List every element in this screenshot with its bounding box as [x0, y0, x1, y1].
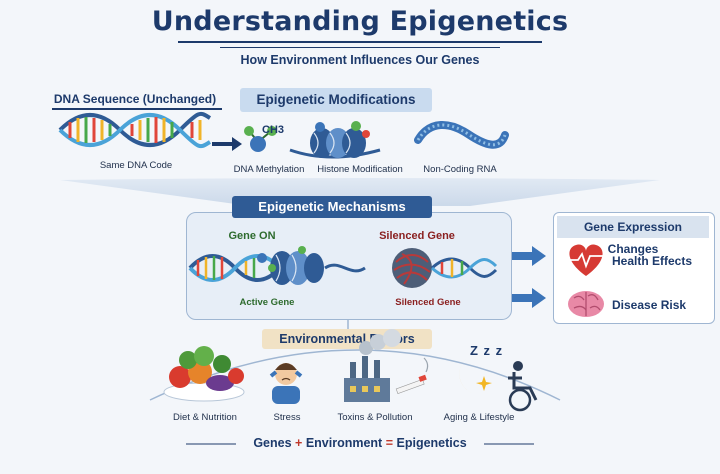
eq-environment: Environment [305, 436, 383, 450]
eq-equals: = [385, 436, 394, 450]
arrow-to-health-icon [512, 246, 546, 266]
vegetables-icon [163, 346, 245, 402]
active-gene-caption: Active Gene [239, 297, 295, 308]
brain-icon [568, 291, 604, 317]
silenced-gene-caption: Silenced Gene [395, 297, 461, 308]
silenced-dna-icon [430, 257, 498, 279]
moon-icon [459, 356, 492, 395]
silenced-gene-label: Silenced Gene [379, 230, 455, 242]
stress-caption: Stress [273, 412, 301, 423]
histone-icon [289, 121, 381, 159]
funnel-shape [60, 178, 660, 206]
page-title: Understanding Epigenetics [151, 6, 569, 37]
equation: Genes + Environment = Epigenetics [160, 436, 560, 450]
gene-on-label: Gene ON [228, 230, 276, 242]
rna-ribbon-icon [414, 120, 509, 149]
eq-plus: + [295, 436, 303, 450]
active-histone-icon [257, 246, 324, 285]
histone-modification-caption: Histone Modification [317, 164, 403, 175]
right-arrow-icon [212, 137, 242, 151]
title-underline [178, 41, 542, 43]
arrow-to-disease-icon [512, 288, 546, 308]
modifications-banner: Epigenetic Modifications [240, 88, 432, 112]
zzz-label: Z z z [470, 343, 504, 358]
diet-nutrition-caption: Diet & Nutrition [173, 412, 237, 423]
wheelchair-icon [508, 361, 538, 412]
ch3-label: CH3 [262, 124, 285, 136]
mechanisms-panel [186, 212, 512, 320]
dna-methylation-caption: DNA Methylation [233, 164, 305, 175]
methyl-group-icon [244, 126, 277, 152]
dna-sequence-underline [52, 108, 222, 110]
health-effects-label: Health Effects [612, 254, 693, 268]
heart-icon [568, 244, 604, 276]
dna-sequence-caption: Same DNA Code [99, 160, 173, 171]
title-underline-thin [220, 47, 500, 48]
gene-expression-banner: Gene Expression Changes [557, 216, 709, 256]
disease-risk-label: Disease Risk [612, 298, 687, 312]
factory-icon [344, 329, 401, 402]
cigarette-icon [395, 357, 429, 394]
mechanisms-banner: Epigenetic Mechanisms [232, 196, 432, 218]
silenced-chromatin-icon [392, 248, 432, 288]
non-coding-rna-caption: Non-Coding RNA [423, 164, 497, 175]
eq-epigenetics: Epigenetics [396, 436, 467, 450]
eq-genes: Genes [253, 436, 292, 450]
aging-lifestyle-caption: Aging & Lifestyle [443, 412, 515, 423]
dna-sequence-label: DNA Sequence (Unchanged) [53, 92, 217, 106]
dna-double-helix-icon [58, 111, 212, 149]
page-subtitle: How Environment Influences Our Genes [240, 53, 480, 67]
stressed-person-icon [269, 363, 303, 404]
toxins-pollution-caption: Toxins & Pollution [337, 412, 413, 423]
